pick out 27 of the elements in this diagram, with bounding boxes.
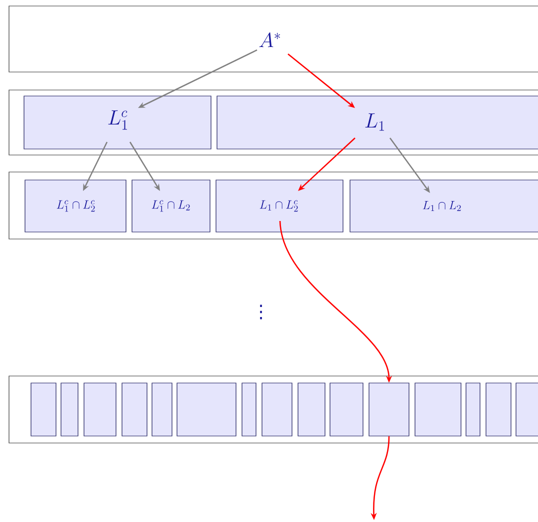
cell-box xyxy=(176,382,236,436)
cell-box xyxy=(122,382,148,436)
cell-box: $L_1^c$ xyxy=(24,96,212,150)
cell-box xyxy=(516,382,538,436)
cell-box: $L_1$ xyxy=(216,96,538,150)
cell-box xyxy=(152,382,172,436)
cell-box xyxy=(466,382,480,436)
cell-box xyxy=(30,382,56,436)
cell-box xyxy=(330,382,364,436)
cell-box xyxy=(84,382,116,436)
cell-box xyxy=(60,382,78,436)
cell-box: $L_1 \cap L_2$ xyxy=(350,180,538,232)
cell-box xyxy=(298,382,326,436)
cell-box xyxy=(262,382,292,436)
cell-box xyxy=(414,382,462,436)
ellipsis-dots: ⋮ xyxy=(260,304,262,320)
cell-box: $L_1^c \cap L_2^c$ xyxy=(24,180,126,232)
cell-box xyxy=(368,382,410,436)
cell-box xyxy=(242,382,256,436)
band-frame xyxy=(8,172,538,240)
cell-box xyxy=(486,382,512,436)
cell-box: $L_1^c \cap L_2$ xyxy=(132,180,210,232)
band-frame xyxy=(8,90,538,156)
math-label: $A^*$ xyxy=(259,32,280,48)
band-frame xyxy=(8,6,538,72)
cell-box: $L_1 \cap L_2^c$ xyxy=(216,180,344,232)
band-frame xyxy=(8,376,538,444)
